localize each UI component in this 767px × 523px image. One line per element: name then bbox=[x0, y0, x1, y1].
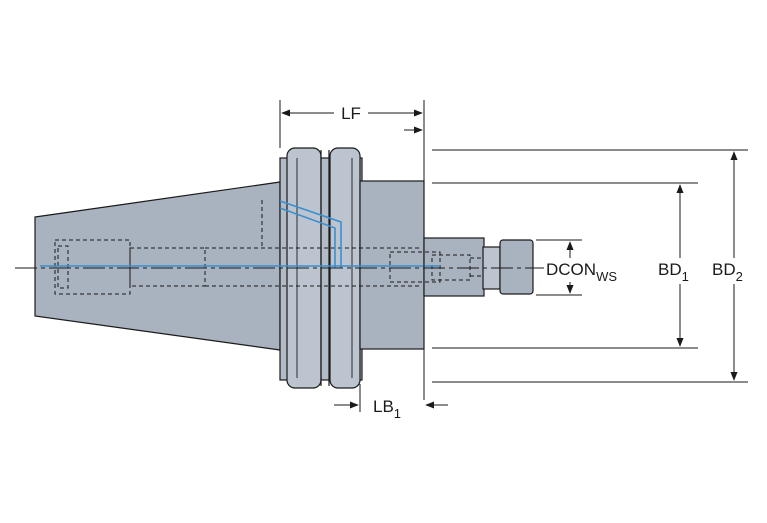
dimension-lf: LF bbox=[281, 102, 423, 134]
bd1-label: BD1 bbox=[658, 260, 689, 284]
lf-label: LF bbox=[341, 104, 361, 123]
holder-nose bbox=[423, 237, 485, 297]
holder-body bbox=[359, 180, 425, 350]
dimension-lb1: LB1 bbox=[334, 397, 448, 421]
lb1-label: LB1 bbox=[373, 397, 401, 421]
screw-cap bbox=[499, 239, 534, 295]
extension-lines bbox=[279, 100, 748, 412]
dcon-ws-label: DCONWS bbox=[546, 260, 617, 284]
dimension-dcon-ws: DCONWS bbox=[544, 241, 640, 294]
dimension-bd1: BD1 bbox=[656, 184, 702, 347]
dimension-bd2: BD2 bbox=[710, 151, 758, 381]
bd2-label: BD2 bbox=[712, 260, 743, 284]
coolant-channel bbox=[40, 200, 440, 268]
